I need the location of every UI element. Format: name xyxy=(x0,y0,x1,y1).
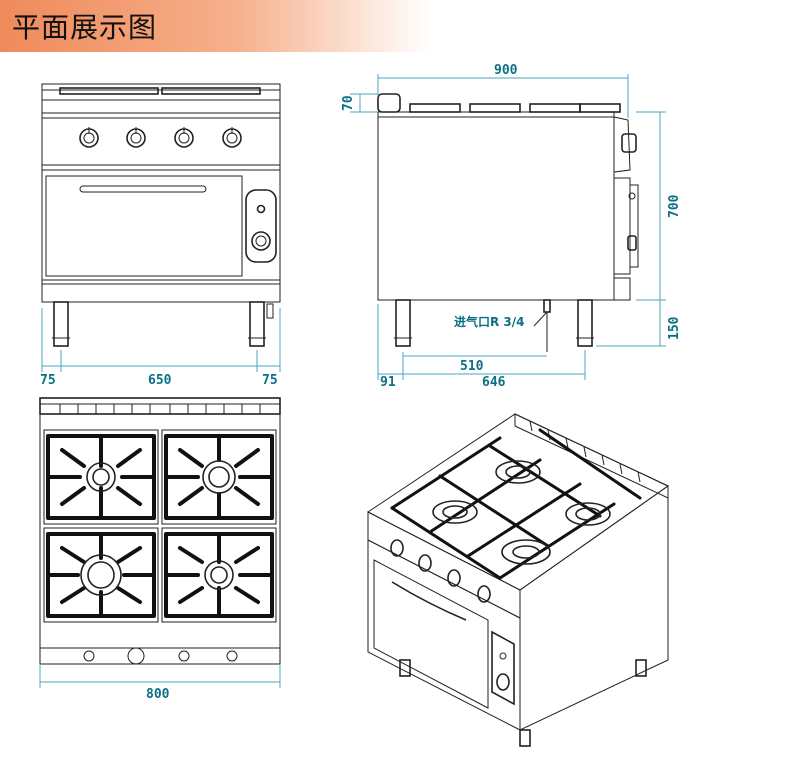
indicator-icon xyxy=(499,652,507,660)
knob-icon xyxy=(390,539,404,557)
top-view: 800 xyxy=(39,397,281,702)
title-band xyxy=(0,0,430,52)
dim-side-top-offset: 70 xyxy=(341,95,356,111)
dim-front-right: 75 xyxy=(262,373,278,388)
thermostat-knob-icon xyxy=(251,231,271,251)
dim-side-height: 700 xyxy=(667,194,682,218)
page-title: 平面展示图 xyxy=(12,11,158,44)
burner-icon xyxy=(204,560,234,590)
knob-icon xyxy=(126,127,146,148)
grate xyxy=(164,434,274,520)
dim-side-gas-distance: 510 xyxy=(460,359,484,374)
knob-icon xyxy=(222,127,242,148)
burner-icon xyxy=(565,502,611,526)
grate xyxy=(46,434,156,520)
burner-icon xyxy=(86,462,116,492)
knob-icon xyxy=(477,585,491,603)
leg xyxy=(395,299,411,347)
dim-side-width: 900 xyxy=(494,63,518,78)
dim-front-middle: 650 xyxy=(148,373,172,388)
grate xyxy=(46,532,156,618)
dim-side-leg-span: 646 xyxy=(482,375,506,390)
knob-icon xyxy=(447,569,461,587)
burner-icon xyxy=(80,554,122,596)
leg xyxy=(249,301,265,347)
knob-icon xyxy=(79,127,99,148)
indicator-icon xyxy=(256,204,266,214)
dim-top-width: 800 xyxy=(146,687,170,702)
burner-icon xyxy=(495,460,541,484)
dim-side-leg-height: 150 xyxy=(667,316,682,340)
knob-icon xyxy=(418,554,432,572)
isometric-view xyxy=(367,413,669,747)
gas-inlet-label: 进气口R 3/4 xyxy=(454,314,525,329)
burner-icon xyxy=(432,500,478,524)
leg xyxy=(53,301,69,347)
side-view: 进气口R 3/4 900 70 700 150 510 91 646 xyxy=(341,63,682,390)
dim-side-leg-offset: 91 xyxy=(380,375,396,390)
dim-front-left: 75 xyxy=(40,373,56,388)
front-view: 75 650 75 xyxy=(40,83,281,388)
grate xyxy=(164,532,274,618)
burner-icon xyxy=(501,539,551,565)
knob-icon xyxy=(174,127,194,148)
burner-icon xyxy=(202,460,236,494)
leg xyxy=(577,299,593,347)
thermostat-knob-icon xyxy=(496,673,510,691)
